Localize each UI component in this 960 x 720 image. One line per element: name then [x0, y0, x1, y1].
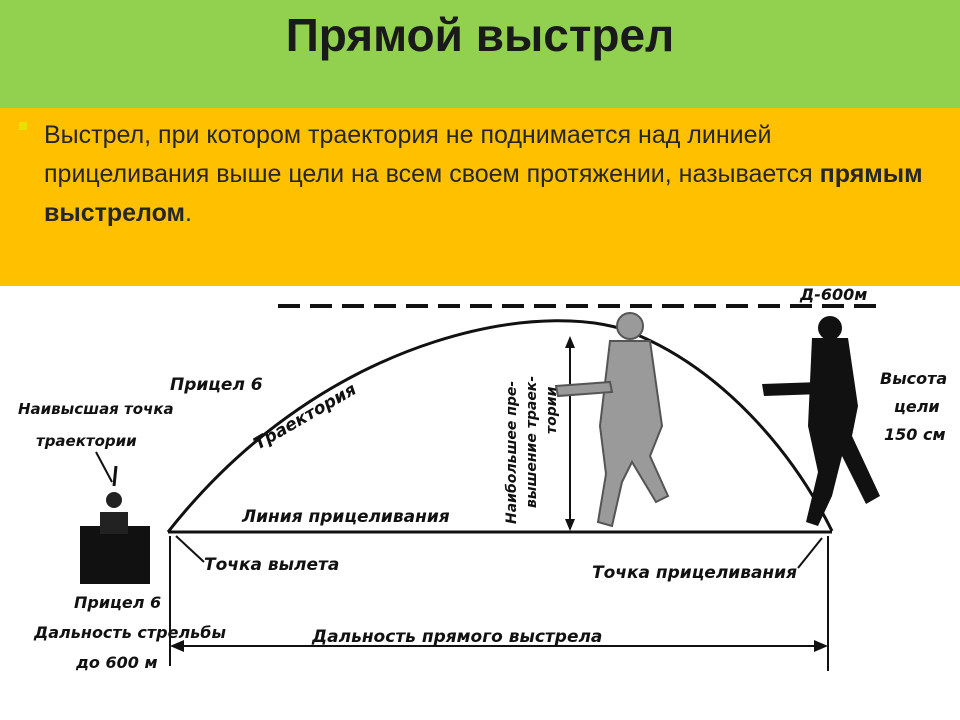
target-height-label-3: 150 см	[884, 425, 946, 444]
highest-point-label-1: Наивысшая точка	[18, 400, 174, 418]
shooter-figure	[80, 465, 150, 584]
aim-point-pointer	[797, 537, 823, 569]
aim-point-label: Точка прицеливания	[592, 563, 797, 583]
sight-line-label: Линия прицеливания	[241, 507, 450, 527]
target-height-label-1: Высота	[880, 369, 947, 388]
definition-bold-term: прямым выстрелом	[44, 160, 923, 227]
sight-range-label-2: Дальность стрельбы	[33, 623, 226, 642]
sight-range-label-3: до 600 м	[75, 653, 158, 672]
trajectory-label: Траектория	[251, 380, 361, 455]
target-height-label-2: цели	[894, 397, 940, 416]
direct-shot-diagram: Д-600м Прицел 6 Наивысшая точка траектор…	[18, 286, 947, 672]
max-excess-label-1: Наибольшее пре-	[504, 381, 520, 524]
definition-box	[0, 108, 960, 286]
highest-point-pointer	[95, 451, 113, 483]
trajectory-curve	[166, 319, 834, 533]
direct-range-arrow-right	[814, 640, 828, 652]
firing-point-label: Точка вылета	[204, 555, 339, 575]
firing-point-pointer	[175, 535, 205, 563]
title-bar	[0, 0, 960, 108]
distance-d-label: Д-600м	[799, 286, 867, 304]
max-excess-arrow-up	[565, 336, 575, 348]
middle-soldier-figure	[554, 312, 670, 528]
max-excess-label-3: тории	[544, 386, 560, 434]
bullet-icon	[19, 122, 27, 130]
direct-range-label: Дальность прямого выстрела	[311, 627, 602, 647]
definition-text: Выстрел, при котором траектория не подни…	[44, 116, 924, 233]
max-excess-label: Наибольшее пре- вышение траек- тории	[504, 376, 560, 524]
definition-text-part: Выстрел, при котором траектория не подни…	[44, 121, 820, 188]
sight-range-label-1: Прицел 6	[74, 593, 161, 612]
highest-point-label-2: траектории	[36, 432, 137, 450]
right-soldier-figure	[762, 316, 880, 526]
direct-range-arrow-left	[170, 640, 184, 652]
slide-title: Прямой выстрел	[285, 9, 675, 61]
max-excess-arrow-down	[565, 519, 575, 531]
max-excess-label-2: вышение траек-	[524, 376, 540, 508]
sight-6-label: Прицел 6	[170, 375, 263, 395]
definition-text-end: .	[185, 199, 192, 227]
